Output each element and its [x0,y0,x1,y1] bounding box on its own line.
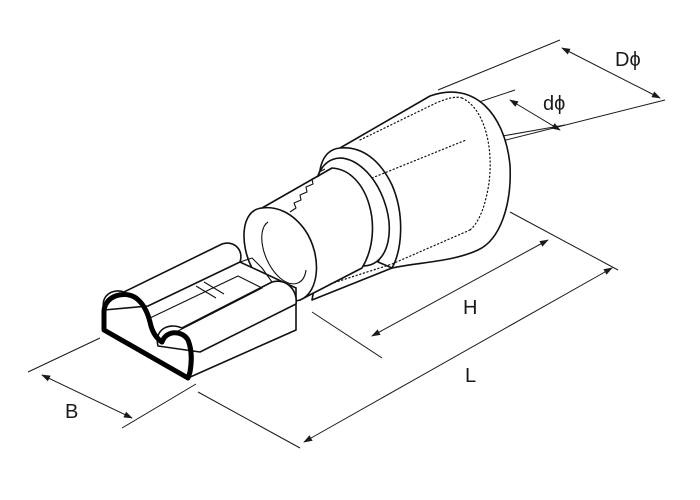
label-total-length: L [465,365,476,387]
hidden-crimp-end [461,97,491,231]
dimension-labels: Dϕ dϕ H L B [65,49,641,423]
dimension-lines [41,47,661,443]
receptacle-front-profile [101,292,194,381]
barrel-serration [289,168,326,213]
label-outer-diameter: Dϕ [615,49,641,71]
label-insulation-length: H [463,297,477,319]
dim-inner-diameter [509,99,561,131]
left-roll [102,242,242,311]
dim-tab-width [41,374,133,419]
label-inner-diameter: dϕ [543,93,565,115]
hidden-crimp-top [359,96,463,141]
terminal-body [101,91,512,381]
label-tab-width: B [65,401,78,423]
right-roll [156,280,297,353]
dim-total-length [303,267,613,443]
dim-outer-diameter [561,47,661,99]
